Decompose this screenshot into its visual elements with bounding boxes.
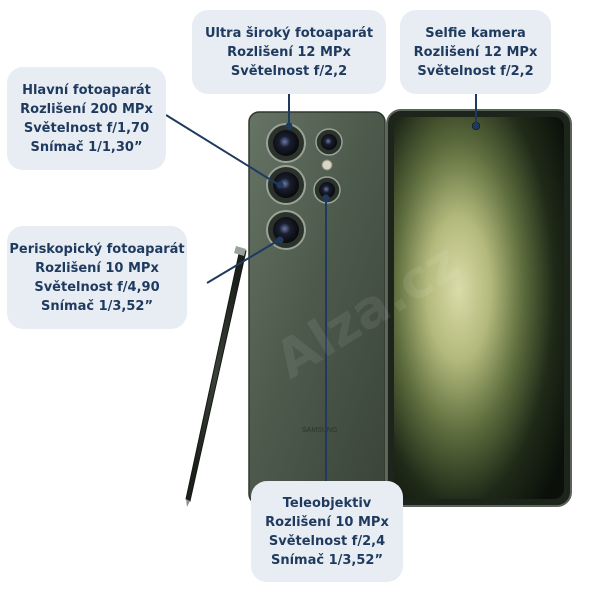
flash-icon xyxy=(321,159,333,171)
callout-main-camera: Hlavní fotoaparát Rozlišení 200 MPx Svět… xyxy=(7,67,166,170)
brand-logo: SAMSUNG xyxy=(302,427,337,434)
callout-line: Snímač 1/1,30” xyxy=(30,139,143,155)
callout-ultra-wide-camera: Ultra široký fotoaparát Rozlišení 12 MPx… xyxy=(192,10,386,94)
periscope-camera-lens xyxy=(266,210,306,250)
callout-title: Periskopický fotoaparát xyxy=(9,241,185,257)
callout-selfie-camera: Selfie kamera Rozlišení 12 MPx Světelnos… xyxy=(400,10,551,94)
callout-title: Ultra široký fotoaparát xyxy=(204,25,374,41)
main-camera-lens xyxy=(266,123,306,163)
callout-line: Snímač 1/3,52” xyxy=(270,552,384,568)
leader-line-periscope xyxy=(206,239,280,284)
s-pen-stylus xyxy=(185,246,247,507)
phone-back: SAMSUNG xyxy=(248,111,386,505)
callout-title: Teleobjektiv xyxy=(282,495,372,511)
callout-line: Rozlišení 12 MPx xyxy=(227,44,351,60)
callout-line: Světelnost f/4,90 xyxy=(34,279,160,295)
ultra-wide-camera-lens xyxy=(266,165,306,205)
callout-telephoto-camera: Teleobjektiv Rozlišení 10 MPx Světelnost… xyxy=(251,481,403,582)
callout-line: Světelnost f/2,2 xyxy=(417,63,534,79)
callout-line: Světelnost f/1,70 xyxy=(23,120,150,136)
callout-line: Rozlišení 12 MPx xyxy=(413,44,538,60)
callout-line: Rozlišení 10 MPx xyxy=(35,260,159,276)
leader-line-main xyxy=(165,114,280,186)
callout-title: Hlavní fotoaparát xyxy=(22,82,151,98)
leader-lines xyxy=(165,94,480,481)
callout-line: Snímač 1/3,52” xyxy=(40,298,154,314)
callout-line: Rozlišení 10 MPx xyxy=(265,514,389,530)
callout-line: Světelnost f/2,2 xyxy=(230,63,348,79)
phone-front xyxy=(386,109,572,507)
callout-periscope-camera: Periskopický fotoaparát Rozlišení 10 MPx… xyxy=(7,226,187,329)
callout-line: Světelnost f/2,4 xyxy=(268,533,386,549)
callout-line: Rozlišení 200 MPx xyxy=(20,101,153,117)
callout-title: Selfie kamera xyxy=(425,25,526,41)
